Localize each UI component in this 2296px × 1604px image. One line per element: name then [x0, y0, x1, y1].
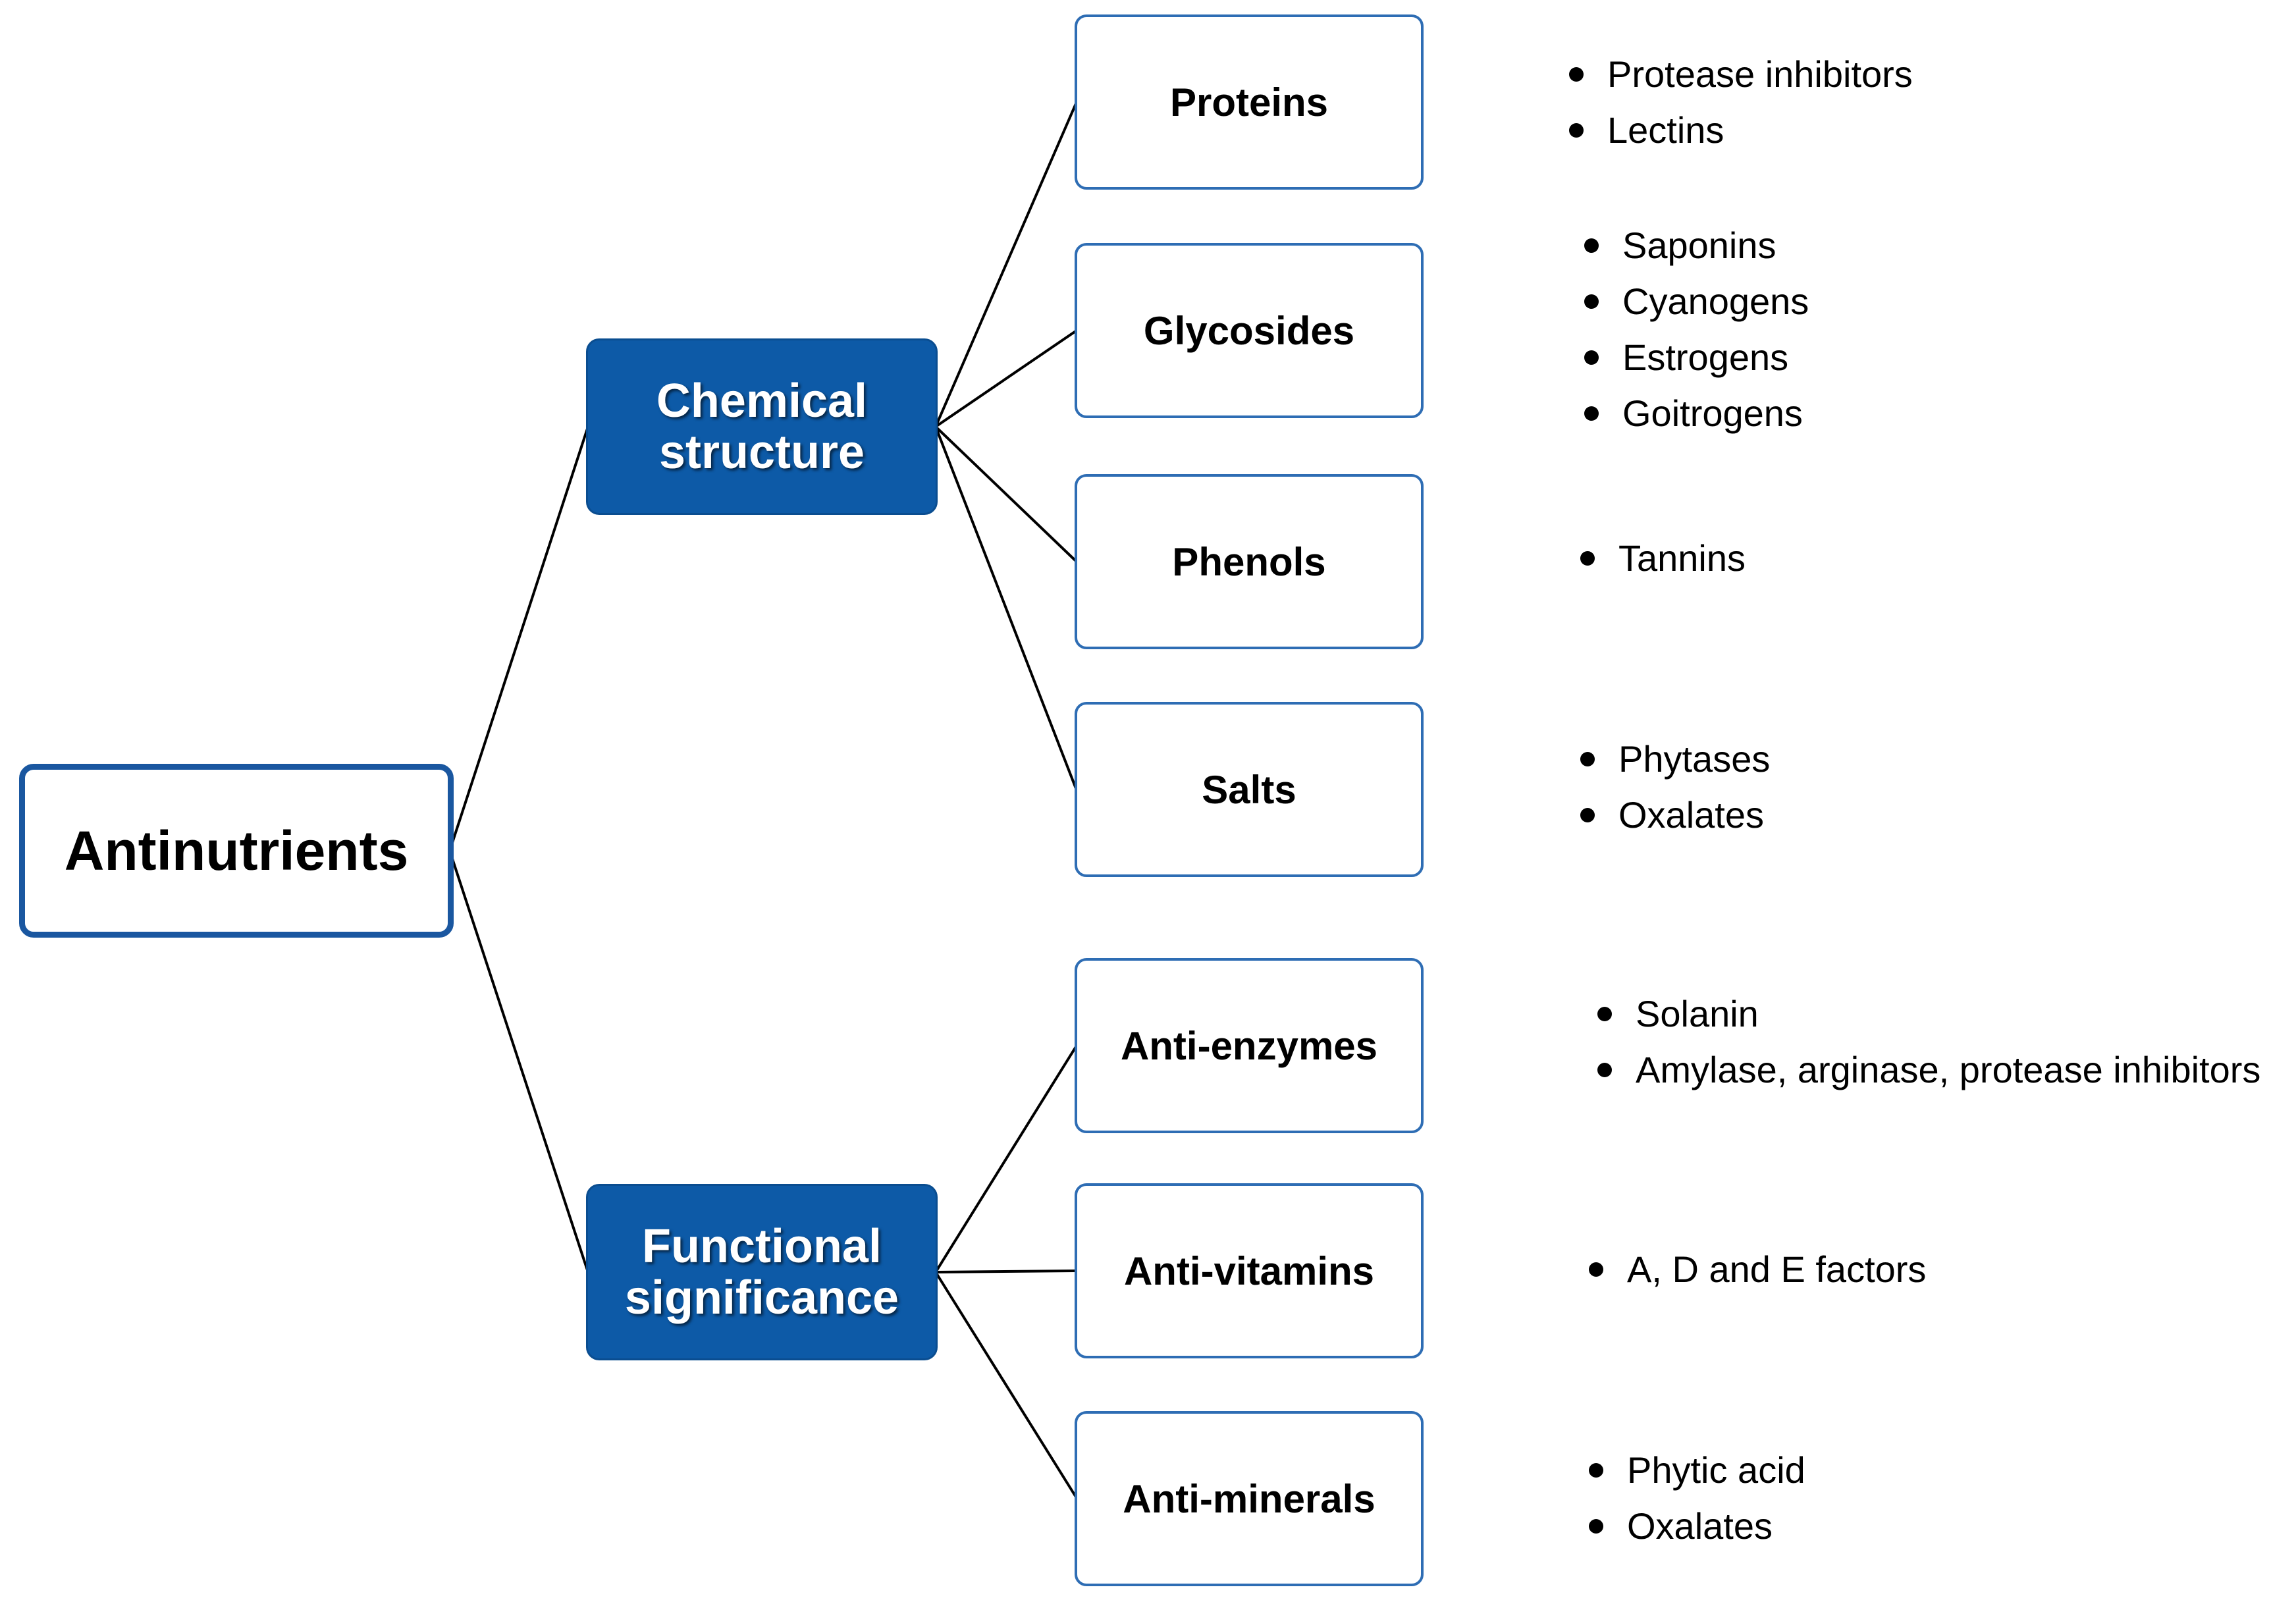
item-anti-vitamins: Anti-vitamins [1075, 1183, 1424, 1358]
connector-functional-anti-minerals [934, 1271, 1078, 1499]
list-item: Goitrogens [1579, 385, 1809, 441]
category-label-line2: significance [624, 1271, 899, 1324]
category-chemical-structure: Chemical structure [586, 338, 938, 515]
root-node-antinutrients: Antinutrients [19, 764, 454, 938]
item-phenols: Phenols [1075, 474, 1424, 649]
connector-root-chemical [448, 426, 589, 851]
list-item: Oxalates [1575, 787, 1770, 843]
item-proteins: Proteins [1075, 14, 1424, 190]
list-item: Estrogens [1579, 329, 1809, 385]
category-label-line2: structure [658, 426, 865, 479]
category-label-line1: Chemical [656, 375, 868, 427]
list-item: Saponins [1579, 217, 1809, 273]
connector-root-functional [448, 850, 589, 1273]
connector-chemical-phenols [934, 425, 1078, 563]
list-item: Phytic acid [1584, 1442, 1805, 1498]
list-item: Protease inhibitors [1564, 46, 1913, 102]
item-anti-enzymes: Anti-enzymes [1075, 958, 1424, 1133]
connector-functional-anti-vitamins [935, 1270, 1077, 1273]
list-item: Lectins [1564, 102, 1913, 158]
list-item: Tannins [1575, 530, 1746, 586]
example-list-proteins: Protease inhibitors Lectins [1564, 46, 1913, 158]
list-item: Solanin [1592, 986, 2260, 1042]
connector-chemical-salts [934, 426, 1078, 791]
list-item: Phytases [1575, 731, 1770, 787]
category-label-line1: Functional [642, 1220, 882, 1273]
example-list-glycosides: Saponins Cyanogens Estrogens Goitrogens [1579, 217, 1809, 441]
connector-chemical-glycosides [934, 329, 1078, 428]
example-list-anti-vitamins: A, D and E factors [1584, 1241, 1926, 1297]
example-list-anti-minerals: Phytic acid Oxalates [1584, 1442, 1805, 1554]
list-item: A, D and E factors [1584, 1241, 1926, 1297]
item-glycosides: Glycosides [1075, 243, 1424, 418]
example-list-anti-enzymes: Solanin Amylase, arginase, protease inhi… [1592, 986, 2260, 1098]
item-salts: Salts [1075, 702, 1424, 877]
list-item: Oxalates [1584, 1498, 1805, 1554]
example-list-salts: Phytases Oxalates [1575, 731, 1770, 843]
list-item: Amylase, arginase, protease inhibitors [1592, 1042, 2260, 1098]
category-functional-significance: Functional significance [586, 1184, 938, 1360]
connector-chemical-proteins [934, 101, 1078, 427]
connector-functional-anti-enzymes [934, 1044, 1078, 1273]
example-list-phenols: Tannins [1575, 530, 1746, 586]
list-item: Cyanogens [1579, 273, 1809, 329]
item-anti-minerals: Anti-minerals [1075, 1411, 1424, 1586]
